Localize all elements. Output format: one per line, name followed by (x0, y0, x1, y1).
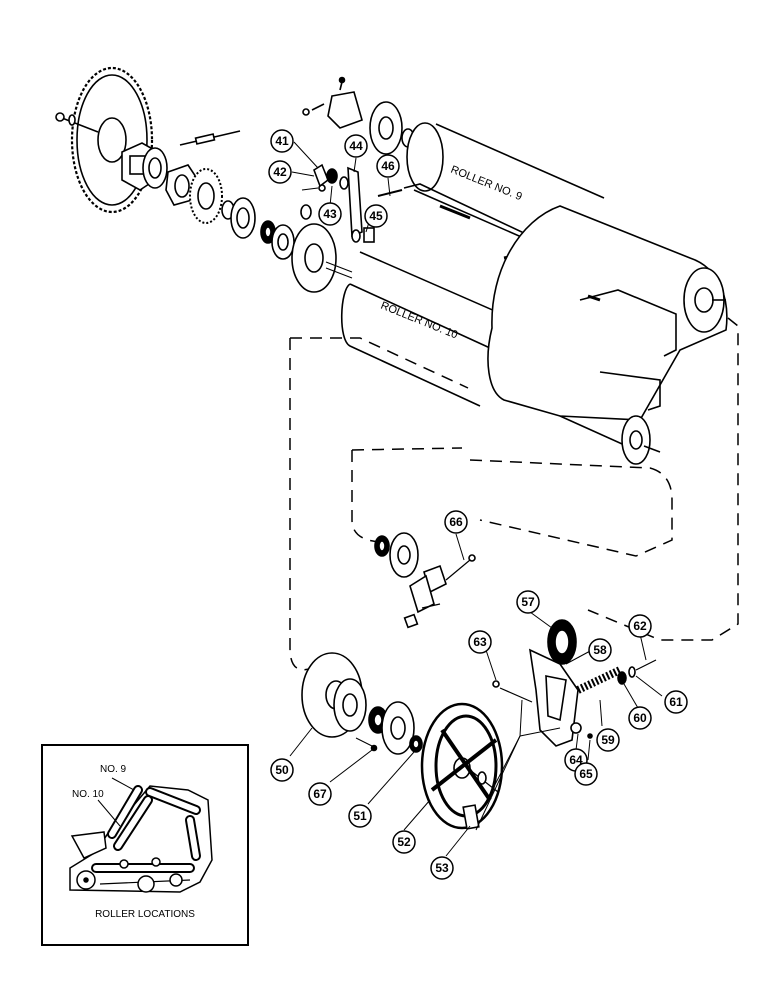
svg-text:62: 62 (633, 619, 647, 633)
callout-57: 57 (516, 590, 540, 614)
roller-frame-assembly (340, 122, 728, 465)
callout-62: 62 (628, 614, 652, 638)
svg-text:57: 57 (521, 595, 535, 609)
callout-42: 42 (268, 160, 292, 184)
callout-59: 59 (596, 728, 620, 752)
callout-41: 41 (270, 129, 294, 153)
svg-text:52: 52 (397, 835, 411, 849)
roller-10-label: ROLLER NO. 10 (379, 300, 459, 342)
callout-45: 45 (364, 204, 388, 228)
leader-lines (289, 141, 663, 857)
svg-text:51: 51 (353, 809, 367, 823)
svg-text:66: 66 (449, 515, 463, 529)
callout-58: 58 (588, 638, 612, 662)
spacers-and-bearing (221, 197, 353, 293)
middle-bearing-group (374, 532, 476, 629)
svg-text:53: 53 (435, 861, 449, 875)
svg-text:50: 50 (275, 763, 289, 777)
svg-text:64: 64 (569, 753, 583, 767)
svg-text:58: 58 (593, 643, 607, 657)
callout-63: 63 (468, 630, 492, 654)
svg-text:44: 44 (349, 139, 363, 153)
roller-9-label: ROLLER NO. 9 (449, 164, 524, 204)
callout-53: 53 (430, 856, 454, 880)
callout-50: 50 (270, 758, 294, 782)
svg-text:59: 59 (601, 733, 615, 747)
svg-text:61: 61 (669, 695, 683, 709)
svg-text:45: 45 (369, 209, 383, 223)
svg-text:43: 43 (323, 207, 337, 221)
callout-44: 44 (344, 134, 368, 158)
svg-text:63: 63 (473, 635, 487, 649)
roller-locations-inset: NO. 9 NO. 10 ROLLER LOCATIONS (41, 744, 249, 946)
callout-46: 46 (376, 154, 400, 178)
svg-text:42: 42 (273, 165, 287, 179)
callout-61: 61 (664, 690, 688, 714)
callout-67: 67 (308, 782, 332, 806)
callout-66: 66 (444, 510, 468, 534)
callout-60: 60 (628, 706, 652, 730)
inset-no10-label: NO. 10 (72, 789, 104, 800)
callout-51: 51 (348, 804, 372, 828)
callout-65: 65 (574, 762, 598, 786)
small-sprocket (189, 168, 223, 224)
callout-43: 43 (318, 202, 342, 226)
linkage-parts (300, 163, 403, 243)
svg-text:60: 60 (633, 711, 647, 725)
svg-text:41: 41 (275, 134, 289, 148)
lower-pulley-group (301, 652, 521, 831)
callout-52: 52 (392, 830, 416, 854)
callouts: 41 42 43 44 45 46 66 57 58 62 63 61 60 5… (268, 129, 688, 880)
svg-text:67: 67 (313, 787, 327, 801)
inset-no9-label: NO. 9 (100, 764, 127, 775)
inset-caption: ROLLER LOCATIONS (95, 909, 195, 920)
tensioner-group (492, 619, 657, 747)
svg-text:46: 46 (381, 159, 395, 173)
large-sprocket (55, 66, 154, 214)
svg-text:65: 65 (579, 767, 593, 781)
